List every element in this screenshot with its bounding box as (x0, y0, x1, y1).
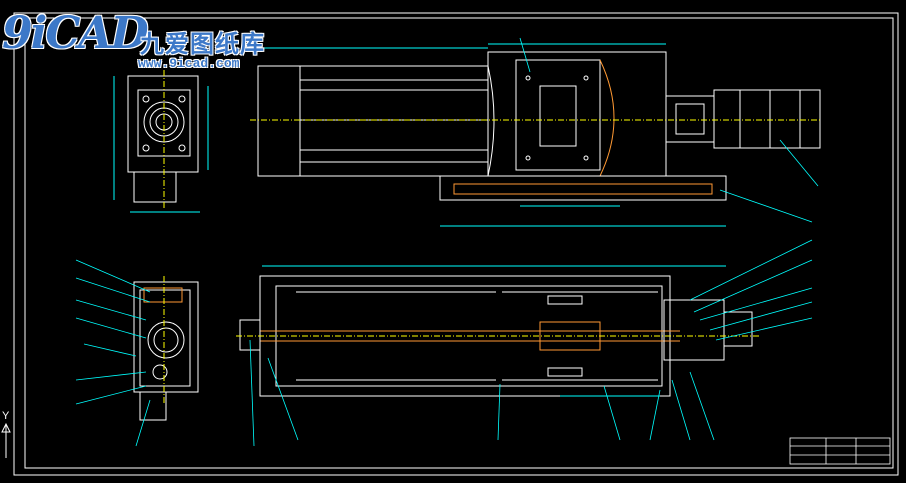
top-view (250, 43, 821, 227)
end-view (113, 70, 209, 213)
title-block (789, 437, 891, 465)
leader-lines (75, 37, 819, 447)
ucs-y-label: Y (2, 410, 10, 422)
drawing-frame (13, 12, 899, 476)
longitudinal-section (236, 265, 760, 397)
ucs-icon: Y (0, 410, 14, 458)
watermark-url: www.9icad.com (138, 56, 240, 71)
watermark-brand: 9iCAD (2, 8, 149, 59)
watermark-logo: 9iCAD 九爱图纸库 www.9icad.com (2, 8, 302, 74)
ucs-axis-icon (1, 422, 11, 458)
section-end-view (133, 276, 199, 421)
watermark-chinese-name: 九爱图纸库 (140, 30, 265, 58)
